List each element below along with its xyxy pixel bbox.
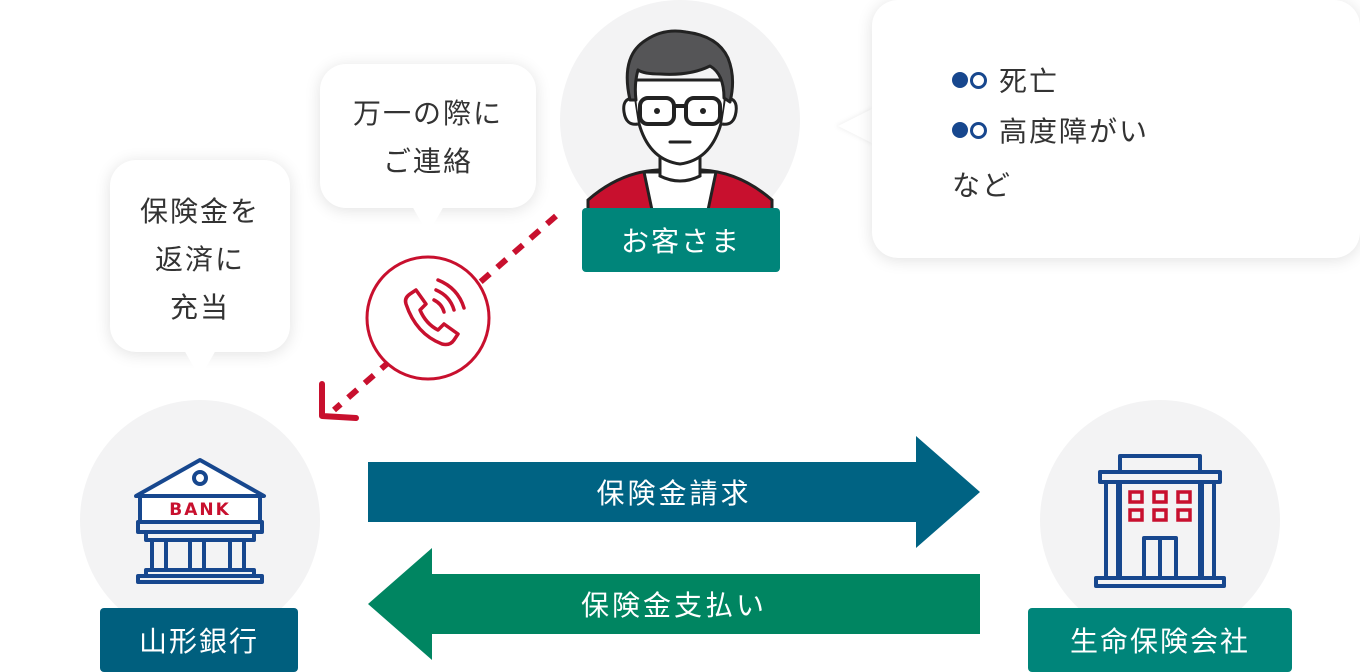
- claim-arrow-label: 保険金請求: [596, 477, 752, 510]
- contact-bubble-line2: ご連絡: [382, 145, 473, 178]
- repay-bubble-line3: 充当: [169, 291, 230, 324]
- double-dot-bullet-icon: [952, 71, 987, 89]
- condition-suffix-text: など: [952, 169, 1013, 202]
- conditions-bubble-tail: [838, 108, 874, 144]
- repay-bubble-tail: [184, 350, 216, 378]
- customer-label: お客さま: [582, 208, 780, 272]
- payment-arrow-label: 保険金支払い: [580, 589, 767, 622]
- claim-arrow: [368, 436, 980, 548]
- double-dot-bullet-icon: [952, 121, 987, 139]
- bank-label: 山形銀行: [100, 608, 298, 672]
- contact-bubble-tail: [412, 206, 444, 234]
- repay-bubble-line2: 返済に: [154, 243, 245, 276]
- condition-item-disability: 高度障がい: [952, 106, 1149, 154]
- condition-death-text: 死亡: [999, 65, 1060, 98]
- repay-bubble: 保険金を 返済に 充当: [110, 160, 290, 352]
- bank-building-icon: BANK: [134, 458, 266, 584]
- payment-arrow: [368, 548, 980, 660]
- contact-bubble: 万一の際に ご連絡: [320, 64, 536, 208]
- condition-item-death: 死亡: [952, 56, 1059, 104]
- insurer-label: 生命保険会社: [1028, 608, 1292, 672]
- repay-bubble-line1: 保険金を: [139, 195, 260, 228]
- phone-call-icon: [365, 255, 491, 381]
- conditions-bubble: 死亡 高度障がい など: [872, 0, 1360, 258]
- condition-suffix: など: [952, 160, 1012, 208]
- bank-sign-text: BANK: [169, 500, 231, 520]
- contact-bubble-line1: 万一の際に: [352, 97, 503, 130]
- condition-disability-text: 高度障がい: [999, 115, 1150, 148]
- office-building-icon: [1094, 454, 1226, 588]
